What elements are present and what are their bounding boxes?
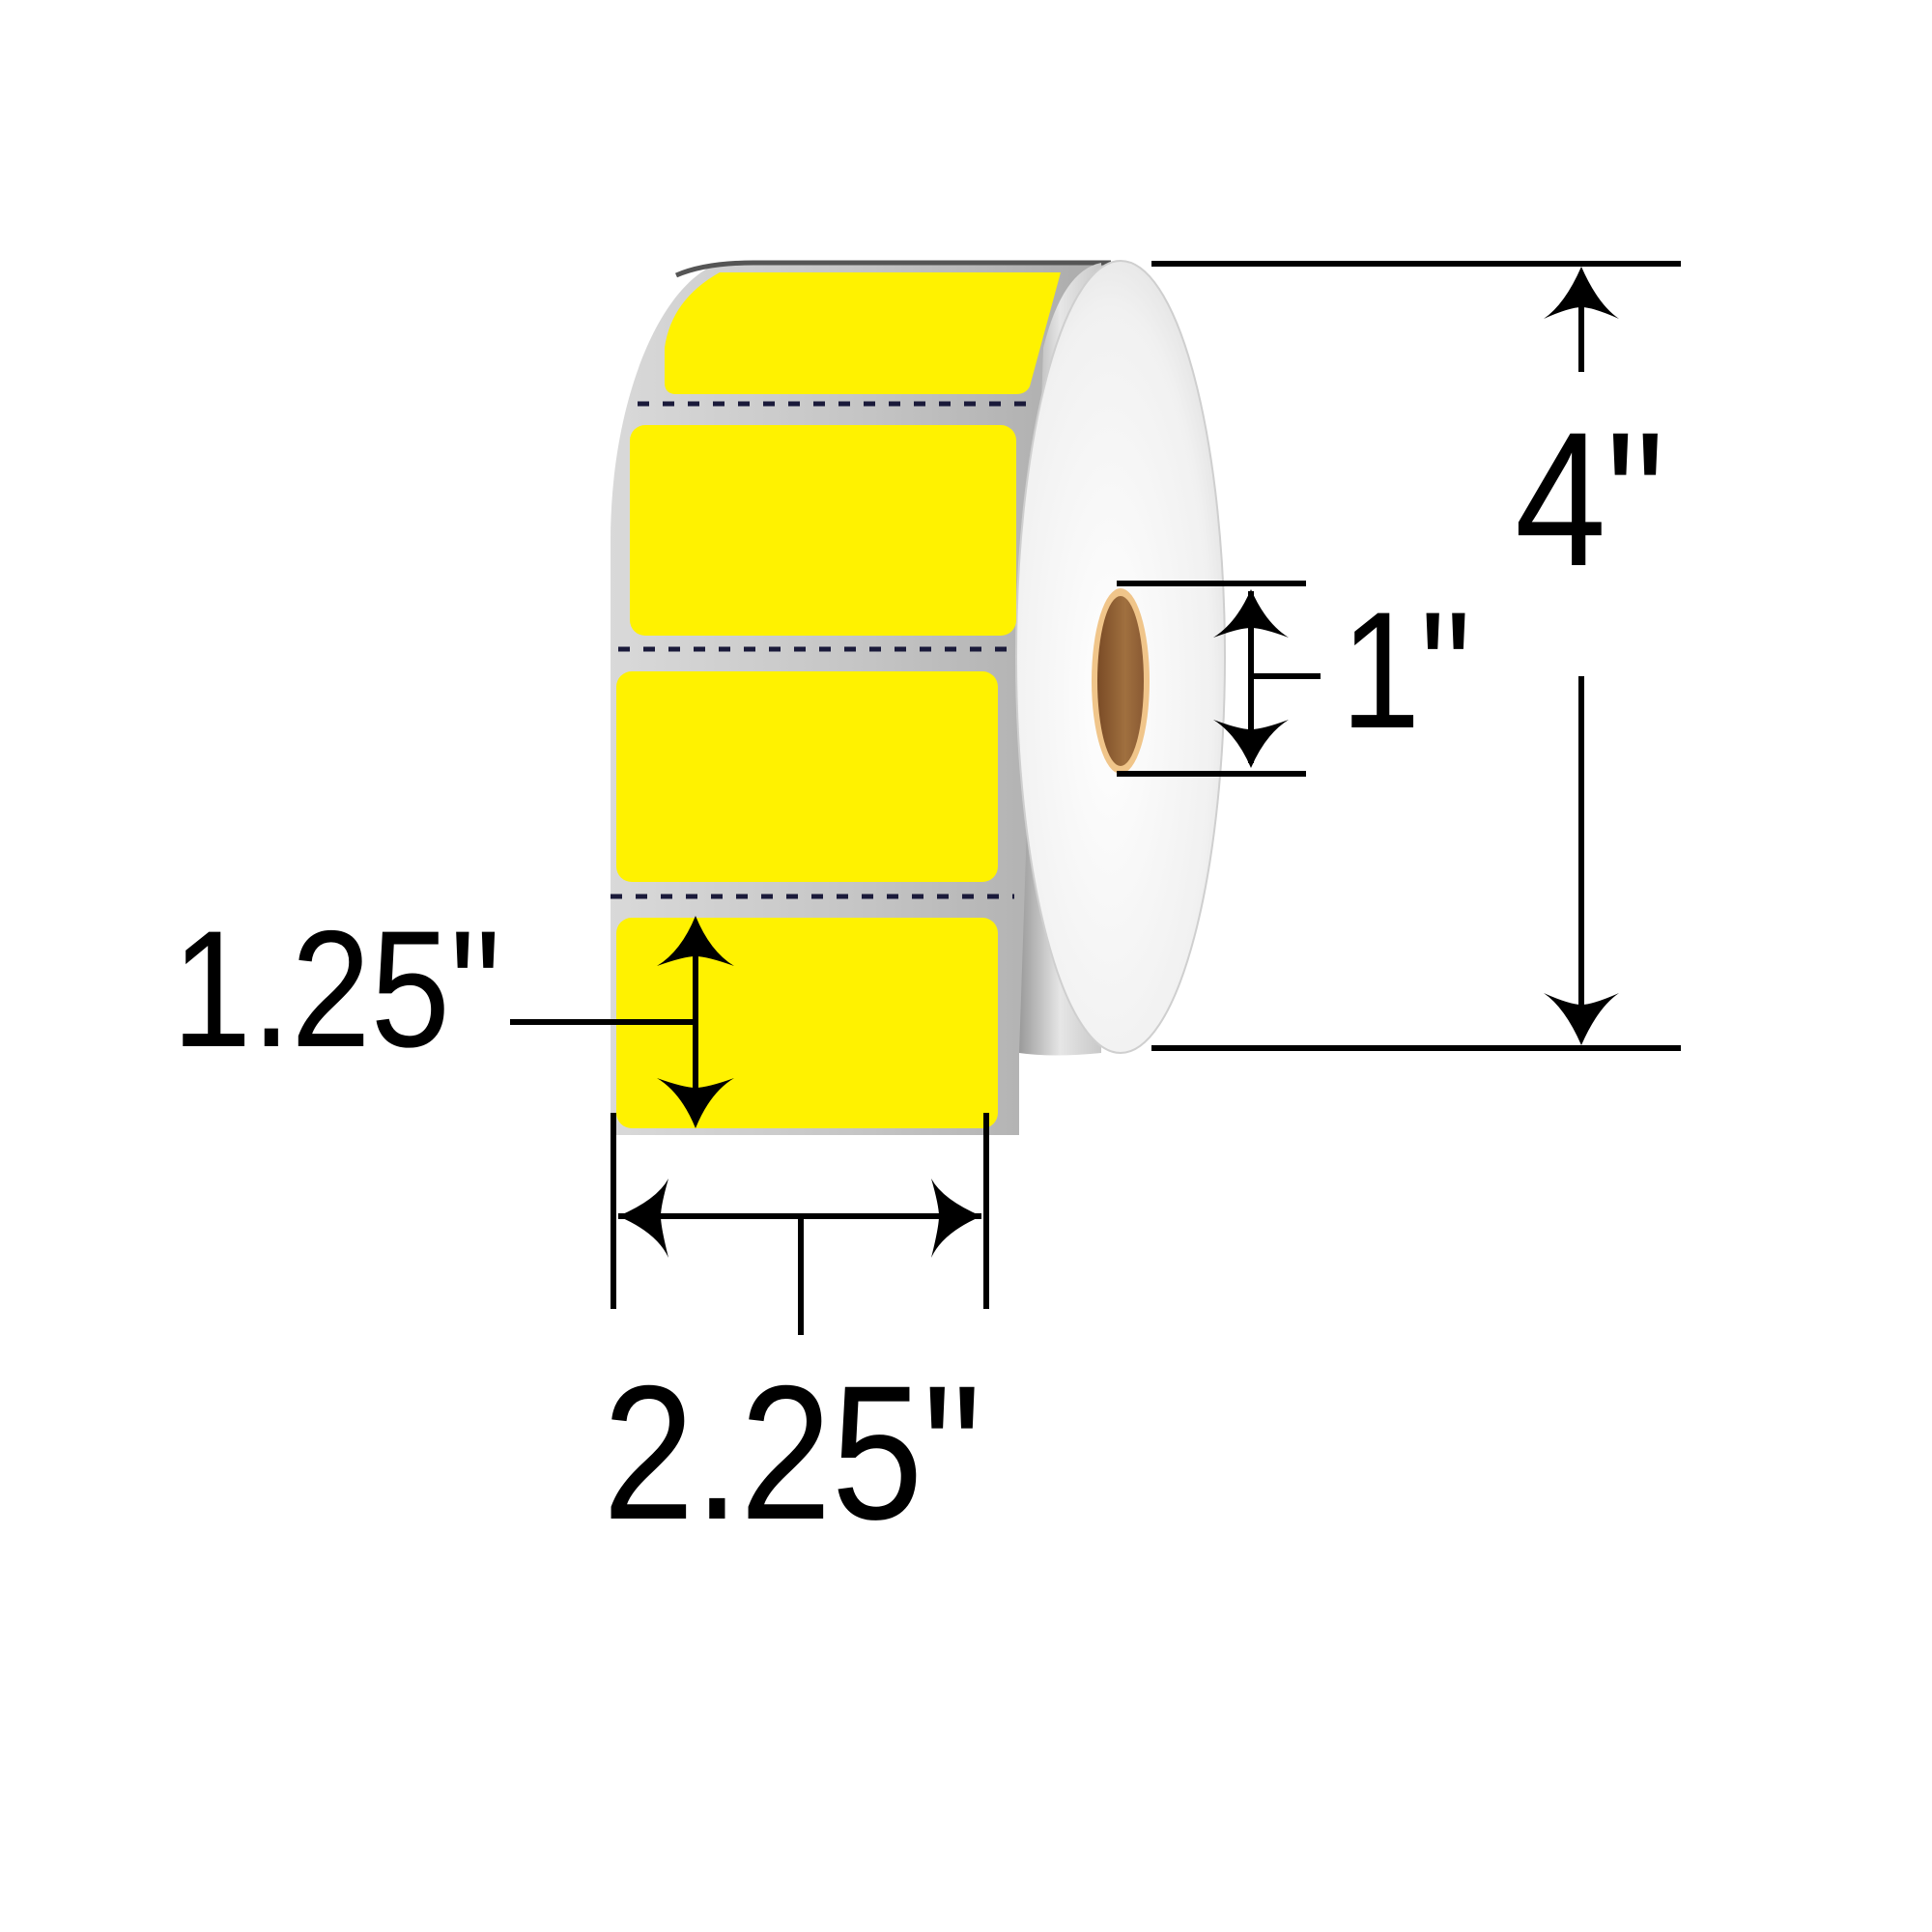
arrow-down-icon: [1213, 720, 1289, 768]
arrow-down-icon: [657, 1078, 734, 1128]
arrow-left-icon: [618, 1179, 668, 1258]
label-1: [665, 272, 1061, 394]
arrow-up-icon: [1544, 267, 1619, 319]
arrow-up-icon: [1213, 589, 1289, 638]
arrow-up-icon: [657, 916, 734, 966]
arrow-down-icon: [1544, 993, 1619, 1045]
arrow-right-icon: [931, 1179, 981, 1258]
roll-core: [1092, 588, 1150, 774]
label-2: [630, 425, 1016, 636]
label-width-label: 2.25": [603, 1346, 981, 1559]
dimension-core-diameter: [1117, 581, 1321, 777]
label-3: [616, 671, 998, 882]
outer-diameter-label: 4": [1515, 392, 1665, 606]
perforations: [611, 401, 1036, 899]
dimension-label-width: [611, 1113, 989, 1335]
dimension-label-height: [510, 916, 734, 1128]
core-diameter-label: 1": [1341, 578, 1471, 763]
dimension-outer-diameter: [1151, 261, 1681, 1051]
label-4: [616, 918, 998, 1128]
labels: [616, 272, 1061, 1128]
label-height-label: 1.25": [172, 896, 501, 1082]
